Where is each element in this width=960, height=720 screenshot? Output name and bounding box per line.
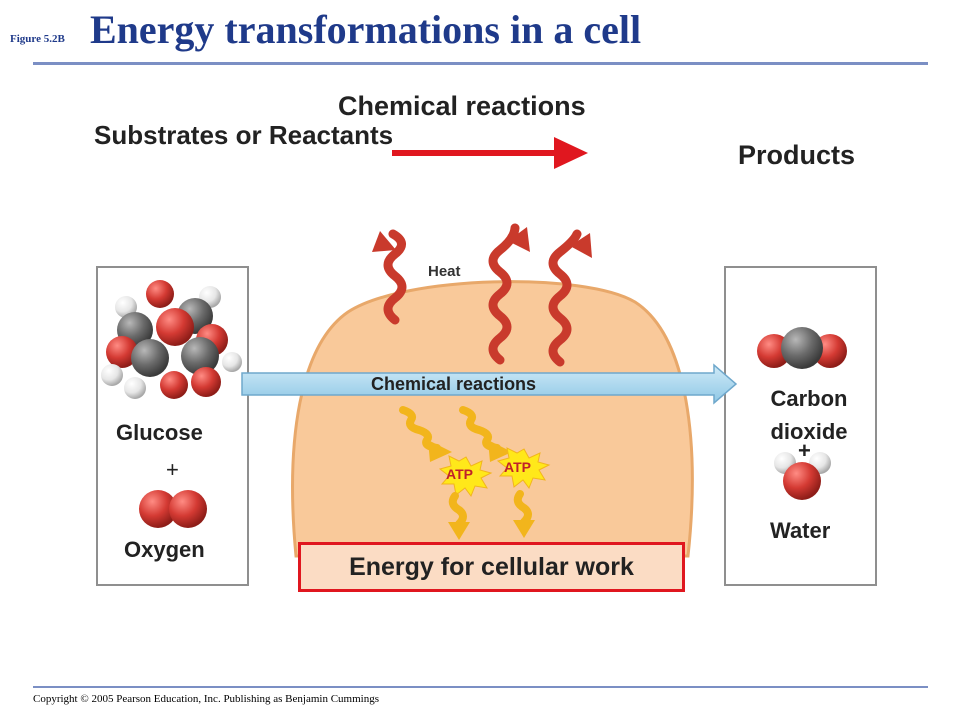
energy-arrow-1 [399, 406, 452, 462]
water-molecule [774, 452, 831, 500]
cell-chemical-reactions-label: Chemical reactions [371, 374, 537, 394]
water-label: Water [770, 518, 831, 543]
reaction-direction-arrow [392, 137, 588, 169]
atp-burst-1 [438, 455, 493, 498]
work-arrow-2 [513, 490, 535, 538]
work-arrow-1 [448, 492, 470, 540]
oxygen-label: Oxygen [124, 537, 205, 562]
products-box [724, 266, 877, 586]
heat-arrow-3 [548, 229, 592, 367]
copyright-notice: Copyright © 2005 Pearson Education, Inc.… [33, 693, 379, 705]
energy-arrow-2 [459, 406, 512, 462]
oxygen-molecule [139, 490, 207, 528]
page-title: Energy transformations in a cell [90, 7, 642, 52]
reaction-flow-arrow [241, 363, 738, 405]
heat-label: Heat [428, 263, 461, 280]
heat-arrow-2 [488, 223, 530, 365]
atp-label-2: ATP [504, 459, 531, 475]
glucose-label: Glucose [116, 420, 203, 445]
substrates-label: Substrates or Reactants [94, 120, 394, 150]
heat-arrow-1 [372, 229, 407, 325]
carbon-dioxide-label: Carbon dioxide [770, 386, 848, 444]
work-arrows [448, 490, 535, 540]
cell-body [291, 280, 694, 558]
energy-arrows [399, 406, 512, 462]
chemical-reactions-heading: Chemical reactions [338, 91, 586, 121]
atp-burst-2 [496, 447, 551, 490]
reactants-plus-sign: + [166, 457, 179, 482]
products-label: Products [738, 140, 856, 170]
reactants-box [96, 266, 249, 586]
title-divider [33, 62, 928, 65]
heat-arrows [372, 223, 592, 367]
footer-divider [33, 686, 928, 688]
carbon-dioxide-molecule [757, 327, 847, 369]
glucose-molecule [101, 280, 242, 399]
figure-label: Figure 5.2B [10, 33, 65, 45]
energy-for-work-box: Energy for cellular work [298, 542, 685, 592]
atp-label-1: ATP [446, 466, 473, 482]
products-plus-sign: + [798, 438, 811, 463]
